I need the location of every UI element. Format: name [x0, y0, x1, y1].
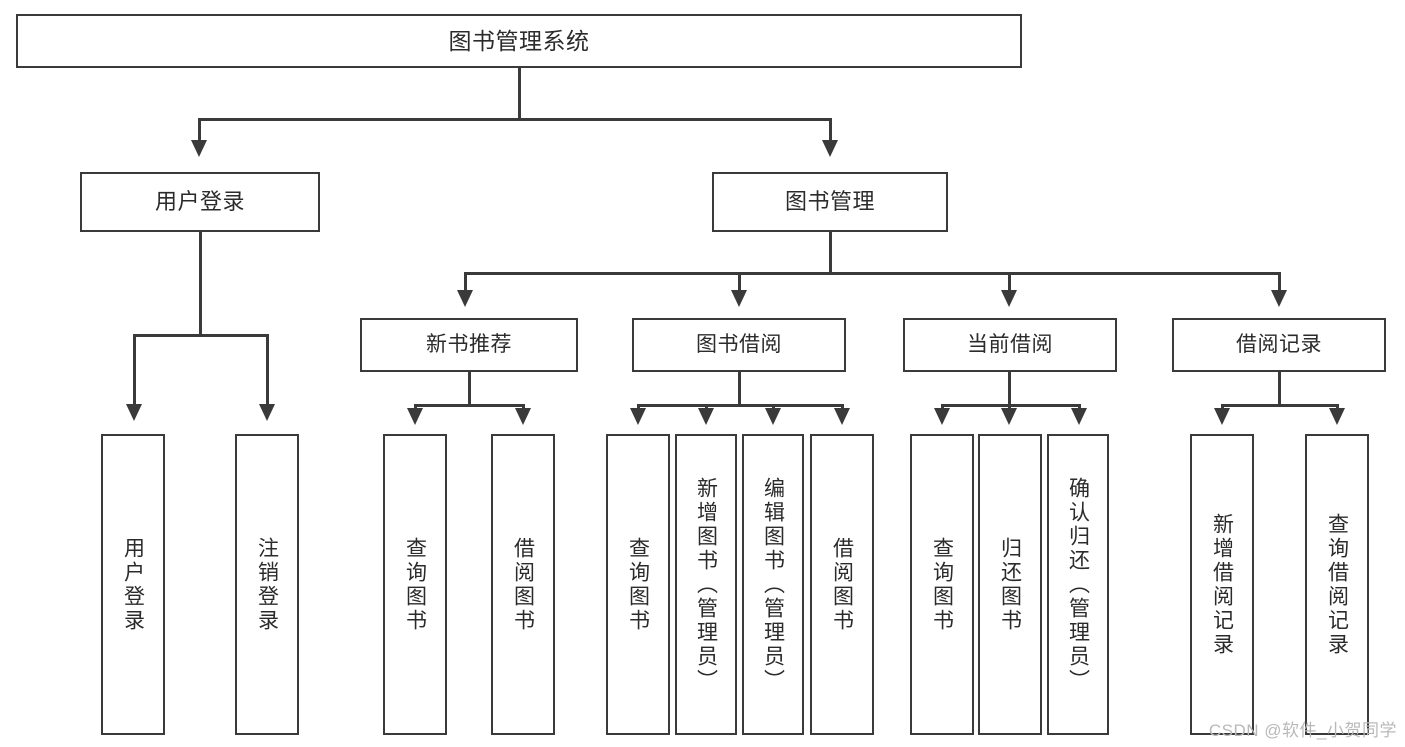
arrow-bookmgmt-to-newbook: [457, 290, 473, 307]
connector-current-to-leaf1: [941, 404, 944, 410]
node-label: 新书推荐: [426, 332, 512, 356]
connector-root-bus: [198, 118, 832, 121]
connector-borrow-to-leaf2: [705, 404, 708, 410]
leaf-user-login[interactable]: 用户登录: [101, 434, 165, 735]
leaf-current-query-book[interactable]: 查询图书: [910, 434, 974, 735]
connector-bookmgmt-to-borrow: [738, 272, 741, 292]
connector-bookmgmt-to-current: [1008, 272, 1011, 292]
arrow-newbook-to-leaf2: [515, 408, 531, 425]
connector-borrow-stem: [738, 372, 741, 406]
connector-root-to-login: [198, 118, 201, 142]
connector-current-to-leaf2: [1008, 404, 1011, 410]
node-label: 图书管理系统: [448, 27, 590, 54]
connector-newbook-to-leaf2: [522, 404, 525, 410]
connector-records-bus: [1221, 404, 1338, 407]
connector-records-to-leaf2: [1336, 404, 1339, 410]
arrow-login-to-leaf2: [259, 404, 275, 421]
leaf-borrow-edit-book-admin[interactable]: 编辑图书（管理员）: [742, 434, 804, 735]
arrow-bookmgmt-to-records: [1271, 290, 1287, 307]
node-label: 借阅记录: [1236, 332, 1322, 356]
node-label: 用户登录: [154, 189, 245, 215]
arrow-borrow-to-leaf3: [765, 408, 781, 425]
arrow-newbook-to-leaf1: [407, 408, 423, 425]
connector-bookmgmt-stem: [829, 232, 832, 274]
leaf-current-confirm-return-admin[interactable]: 确认归还（管理员）: [1047, 434, 1109, 735]
arrow-records-to-leaf2: [1329, 408, 1345, 425]
arrow-borrow-to-leaf2: [698, 408, 714, 425]
node-label: 确认归还（管理员）: [1066, 476, 1090, 693]
connector-login-to-leaf1: [133, 334, 136, 406]
leaf-records-add-record[interactable]: 新增借阅记录: [1190, 434, 1254, 735]
connector-borrow-to-leaf1: [637, 404, 640, 410]
arrow-bookmgmt-to-current: [1001, 290, 1017, 307]
connector-borrow-bus: [637, 404, 844, 407]
node-label: 查询借阅记录: [1325, 512, 1349, 657]
node-label: 编辑图书（管理员）: [761, 476, 785, 693]
arrow-borrow-to-leaf1: [630, 408, 646, 425]
node-label: 用户登录: [121, 536, 145, 633]
leaf-newbook-query-book[interactable]: 查询图书: [383, 434, 447, 735]
arrow-borrow-to-leaf4: [834, 408, 850, 425]
node-new-book-recommend[interactable]: 新书推荐: [360, 318, 578, 372]
node-label: 新增借阅记录: [1210, 512, 1234, 657]
node-user-login[interactable]: 用户登录: [80, 172, 320, 232]
connector-root-to-bookmgmt: [829, 118, 832, 142]
connector-newbook-bus: [414, 404, 524, 407]
node-label: 归还图书: [998, 536, 1022, 633]
node-label: 图书借阅: [696, 332, 782, 356]
node-label: 借阅图书: [511, 536, 535, 633]
leaf-borrow-add-book-admin[interactable]: 新增图书（管理员）: [675, 434, 737, 735]
node-book-borrow[interactable]: 图书借阅: [632, 318, 846, 372]
connector-borrow-to-leaf4: [841, 404, 844, 410]
node-label: 查询图书: [403, 536, 427, 633]
connector-records-stem: [1278, 372, 1281, 406]
arrow-current-to-leaf3: [1071, 408, 1087, 425]
connector-login-bus: [133, 334, 268, 337]
leaf-current-return-book[interactable]: 归还图书: [978, 434, 1042, 735]
connector-borrow-to-leaf3: [772, 404, 775, 410]
leaf-borrow-borrow-book[interactable]: 借阅图书: [810, 434, 874, 735]
connector-bookmgmt-to-records: [1278, 272, 1281, 292]
connector-records-to-leaf1: [1221, 404, 1224, 410]
node-current-borrow[interactable]: 当前借阅: [903, 318, 1117, 372]
leaf-logout[interactable]: 注销登录: [235, 434, 299, 735]
arrow-root-to-login: [191, 140, 207, 157]
connector-bookmgmt-bus: [464, 272, 1280, 275]
arrow-bookmgmt-to-borrow: [731, 290, 747, 307]
connector-login-to-leaf2: [266, 334, 269, 406]
connector-login-stem: [199, 232, 202, 336]
connector-current-stem: [1008, 372, 1011, 406]
node-label: 借阅图书: [830, 536, 854, 633]
connector-newbook-to-leaf1: [414, 404, 417, 410]
arrow-login-to-leaf1: [126, 404, 142, 421]
node-label: 新增图书（管理员）: [694, 476, 718, 693]
leaf-records-query-record[interactable]: 查询借阅记录: [1305, 434, 1369, 735]
node-label: 图书管理: [784, 189, 875, 215]
arrow-records-to-leaf1: [1214, 408, 1230, 425]
node-label: 查询图书: [930, 536, 954, 633]
arrow-current-to-leaf2: [1001, 408, 1017, 425]
arrow-current-to-leaf1: [934, 408, 950, 425]
node-borrow-records[interactable]: 借阅记录: [1172, 318, 1386, 372]
node-book-management[interactable]: 图书管理: [712, 172, 948, 232]
leaf-borrow-query-book[interactable]: 查询图书: [606, 434, 670, 735]
node-label: 查询图书: [626, 536, 650, 633]
node-label: 当前借阅: [967, 332, 1053, 356]
arrow-root-to-bookmgmt: [822, 140, 838, 157]
connector-current-to-leaf3: [1078, 404, 1081, 410]
connector-root-stem: [518, 68, 521, 120]
connector-newbook-stem: [468, 372, 471, 406]
node-label: 注销登录: [255, 536, 279, 633]
connector-bookmgmt-to-newbook: [464, 272, 467, 292]
connector-current-bus: [941, 404, 1081, 407]
node-root-system[interactable]: 图书管理系统: [16, 14, 1022, 68]
leaf-newbook-borrow-book[interactable]: 借阅图书: [491, 434, 555, 735]
